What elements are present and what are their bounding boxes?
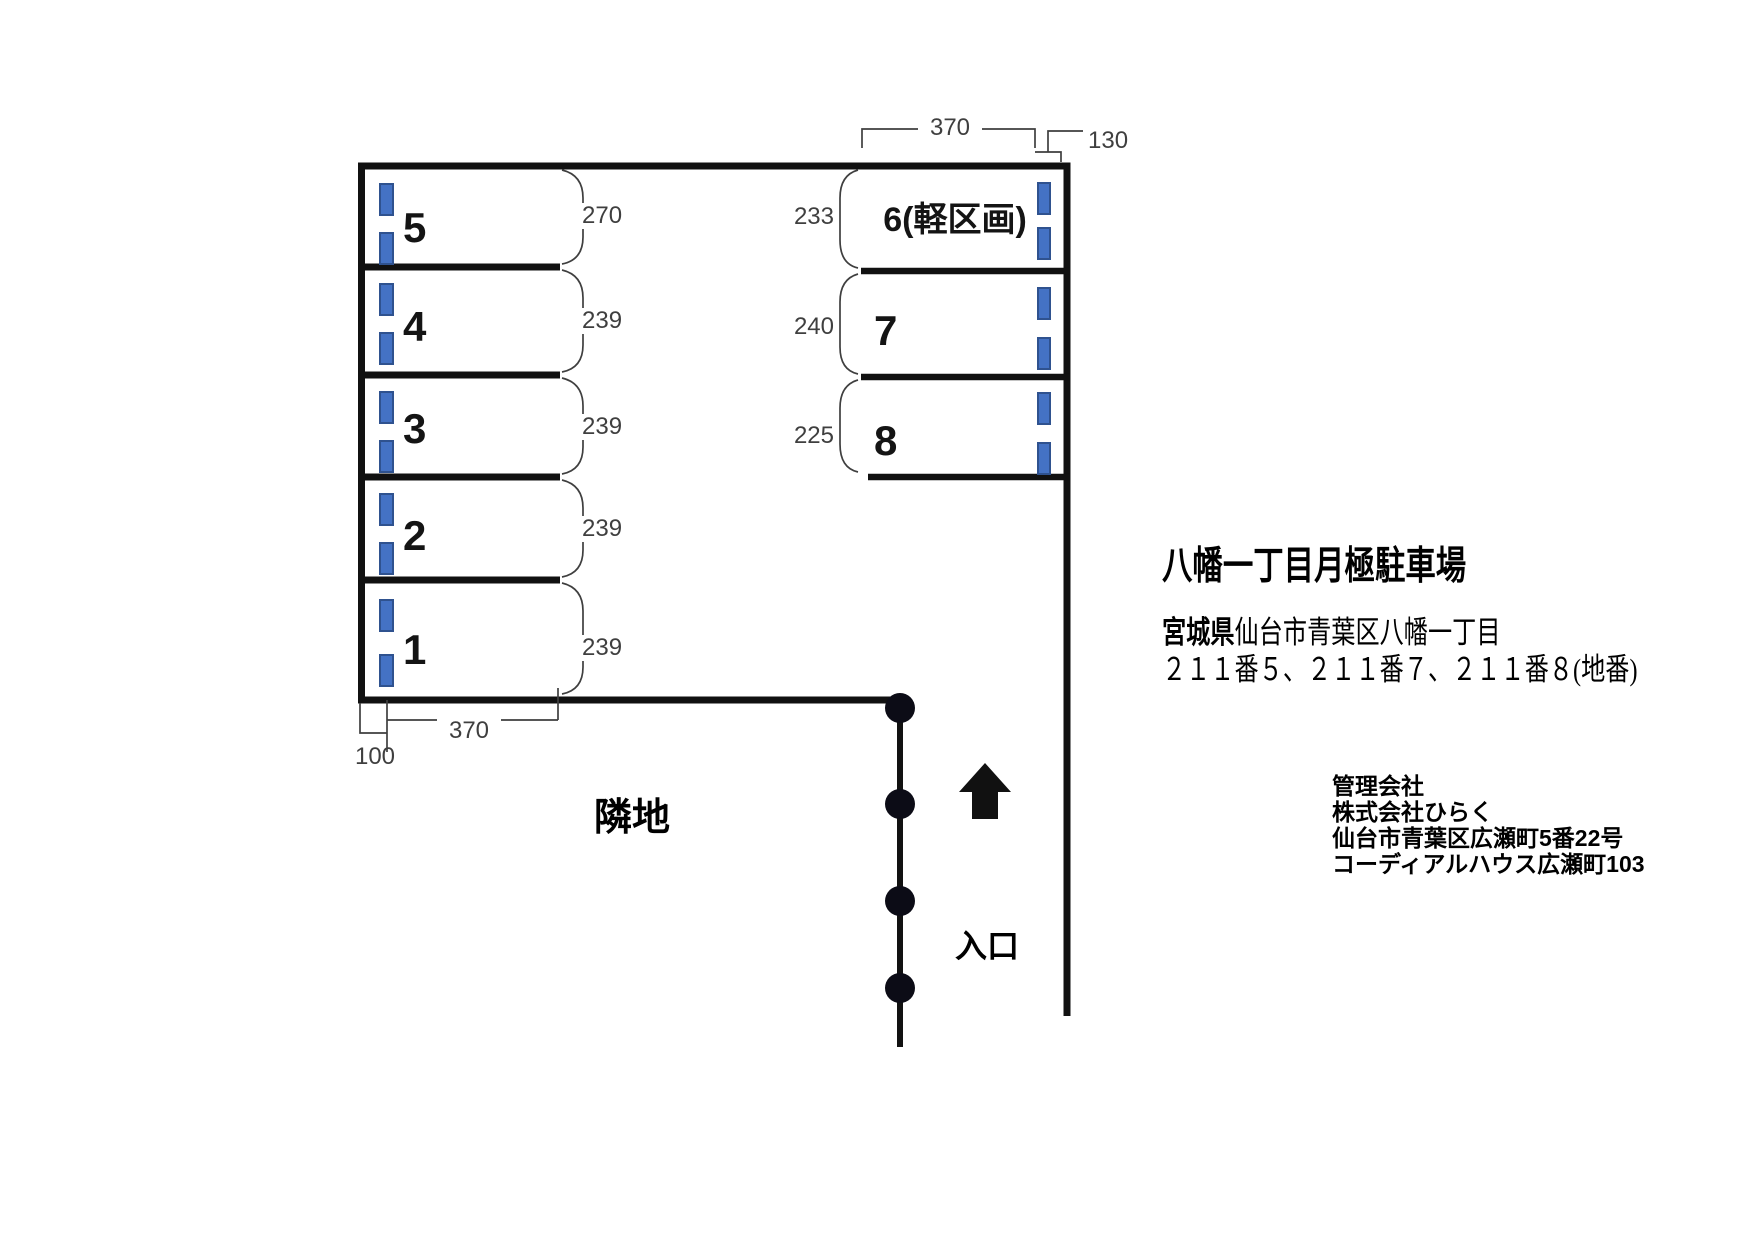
wheel-stop (1037, 392, 1051, 425)
management-building: コーディアルハウス広瀬町103 (1332, 851, 1645, 877)
adjacent-land-label: 隣地 (594, 797, 671, 839)
dimension-brace (839, 379, 859, 473)
lot-boundary-lines (358, 162, 1071, 1016)
right-column-dividers (861, 267, 1070, 481)
management-address: 仙台市青葉区広瀬町5番22号 (1332, 825, 1624, 851)
address-city: 仙台市青葉区八幡一丁目 (1234, 615, 1501, 650)
address-line-1: 宮城県仙台市青葉区八幡一丁目 (1162, 615, 1501, 651)
page-title: 八幡一丁目月極駐車場 (1162, 545, 1467, 588)
management-company-name: 株式会社ひらく (1332, 799, 1493, 825)
wheel-stop (379, 654, 394, 687)
wheel-stop (379, 542, 394, 575)
bottom-offset-bracket (359, 703, 387, 734)
wheel-stop (1037, 182, 1051, 215)
right-dimension-braces (839, 169, 859, 473)
space-number-6: 6(軽区画) (883, 201, 1027, 239)
dimension-brace (839, 273, 859, 375)
wheel-stops (379, 182, 1051, 687)
space-number-7: 7 (874, 307, 898, 354)
wheel-stop (1037, 337, 1051, 370)
space-number-3: 3 (403, 405, 427, 452)
fence-post-dot-1 (885, 693, 915, 723)
wheel-stop (1037, 227, 1051, 260)
dimension-label-270: 270 (580, 202, 625, 229)
dimension-label-225: 225 (793, 422, 834, 449)
dimension-brace (839, 169, 859, 269)
fence-post-dot-3 (885, 886, 915, 916)
address-line-2: ２１１番５、２１１番７、２１１番８(地番) (1162, 652, 1638, 688)
wheel-stop (1037, 287, 1051, 320)
dimension-label-233: 233 (793, 203, 834, 230)
space-number-2: 2 (403, 512, 427, 559)
address-prefecture: 宮城県 (1162, 615, 1235, 650)
entrance-label: 入口 (955, 928, 1020, 964)
space-number-4: 4 (403, 303, 427, 350)
wheel-stop (379, 283, 394, 316)
fence-post-dots (885, 693, 915, 1003)
fence-post-dot-4 (885, 973, 915, 1003)
wheel-stop (1037, 442, 1051, 475)
dimension-label-130: 130 (1088, 127, 1129, 154)
dimension-label-239: 239 (580, 413, 625, 440)
dimension-label-239: 239 (580, 307, 625, 334)
wheel-stop (379, 183, 394, 216)
left-column-dividers (358, 263, 560, 584)
management-heading: 管理会社 (1332, 773, 1424, 799)
wheel-stop (379, 332, 394, 365)
space-number-8: 8 (874, 417, 898, 464)
wheel-stop (379, 391, 394, 424)
space-number-5: 5 (403, 204, 427, 251)
wheel-stop (379, 440, 394, 473)
fence-post-dot-2 (885, 789, 915, 819)
dimension-label-top-370: 370 (918, 115, 982, 141)
address-lot-numbers: ２１１番５、２１１番７、２１１番８(地番) (1162, 652, 1638, 687)
up-arrow-icon (959, 763, 1011, 819)
management-company-block: 管理会社 株式会社ひらく 仙台市青葉区広瀬町5番22号 コーディアルハウス広瀬町… (1332, 773, 1645, 877)
top-offset-bracket (1035, 130, 1083, 162)
dimension-label-100: 100 (354, 743, 396, 770)
dimension-label-bottom-370: 370 (437, 718, 501, 744)
wheel-stop (379, 232, 394, 265)
dimension-label-239: 239 (580, 515, 625, 542)
wheel-stop (379, 599, 394, 632)
space-number-1: 1 (403, 626, 427, 673)
dimension-label-239: 239 (580, 634, 625, 661)
title-block: 八幡一丁目月極駐車場 (1162, 546, 1552, 588)
dimension-label-240: 240 (793, 313, 834, 340)
wheel-stop (379, 493, 394, 526)
